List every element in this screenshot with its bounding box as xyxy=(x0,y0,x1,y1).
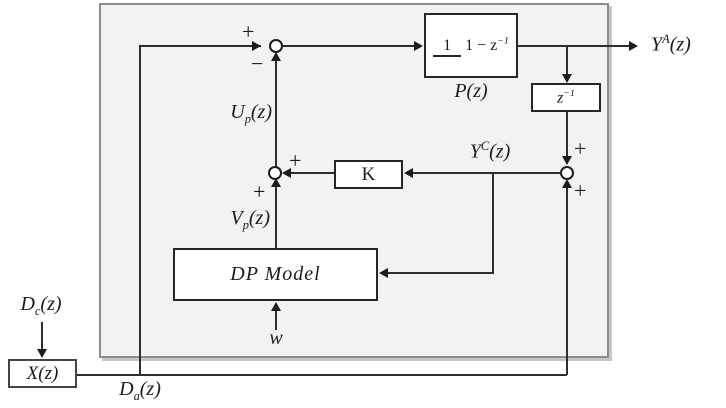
arrowhead-up-into-top-sum xyxy=(271,52,281,61)
sign-mid-sum-plus-right: + xyxy=(289,148,302,173)
wire-da-to-rightsum xyxy=(566,188,568,375)
label-yc-paren: (z) xyxy=(489,140,511,163)
arrowhead-into-top-sum xyxy=(252,41,261,51)
sign-right-sum-plus-top: + xyxy=(574,136,587,161)
x-filter-label: X(z) xyxy=(27,363,59,385)
plant-denominator: 1 − z−1 xyxy=(465,36,509,54)
wire-topsum-to-plant xyxy=(283,45,415,47)
wire-yc-to-dpmodel xyxy=(388,272,494,274)
arrowhead-into-gain xyxy=(404,168,413,178)
sign-top-sum-minus: − xyxy=(251,51,264,76)
label-vp: Vp(z) xyxy=(208,207,270,233)
label-vp-base: V xyxy=(230,207,243,229)
wire-output-to-delay xyxy=(566,47,568,75)
label-yc-base: Y xyxy=(469,140,481,163)
wire-yc-branch-vertical xyxy=(492,172,494,273)
wire-gain-to-midsum xyxy=(291,172,334,174)
plant-block: 1 1 − z−1 xyxy=(424,13,518,78)
label-plant-base: P xyxy=(454,80,467,102)
x-filter-base: X xyxy=(26,362,39,384)
label-plant: P(z) xyxy=(438,80,504,102)
label-ya-paren: (z) xyxy=(669,33,691,56)
arrowhead-into-delay xyxy=(562,74,572,83)
arrowhead-into-dpmodel-right xyxy=(379,268,388,278)
label-dc-paren: (z) xyxy=(40,293,62,315)
plant-numerator: 1 xyxy=(433,36,462,57)
arrowhead-into-plant xyxy=(414,41,423,51)
wire-feedback-left-vertical xyxy=(139,45,141,376)
gain-label: K xyxy=(361,163,376,185)
wire-into-top-sum xyxy=(139,45,261,47)
sign-top-sum-plus: + xyxy=(242,19,255,44)
arrowhead-into-dpmodel-bottom xyxy=(271,302,281,311)
label-ya-sup: A xyxy=(662,32,670,46)
wire-w-input xyxy=(275,311,277,330)
plant-transfer-function: 1 1 − z−1 xyxy=(433,36,509,57)
arrowhead-into-xfilter xyxy=(37,349,47,358)
sum-junction-right xyxy=(560,166,574,180)
label-da-base: D xyxy=(119,378,134,400)
dp-model-block: DP Model xyxy=(173,248,378,301)
x-filter-paren: (z) xyxy=(38,362,59,384)
label-w: w xyxy=(269,327,283,349)
label-up-base: U xyxy=(230,101,245,123)
wire-da-horizontal xyxy=(77,374,567,376)
label-up: Up(z) xyxy=(206,101,272,127)
wire-up-vertical xyxy=(275,61,277,167)
arrowhead-up-into-mid-sum xyxy=(271,178,281,187)
wire-dc-to-xfilter xyxy=(41,322,43,349)
dp-model-label: DP Model xyxy=(230,263,321,285)
label-da-paren: (z) xyxy=(139,378,161,400)
label-dc: Dc(z) xyxy=(10,293,72,319)
arrowhead-up-into-right-sum xyxy=(562,179,572,188)
label-up-paren: (z) xyxy=(250,101,272,123)
arrowhead-output-ya xyxy=(629,41,638,51)
label-ya: YA(z) xyxy=(651,32,691,56)
delay-base: z xyxy=(557,89,564,107)
wire-delay-to-rightsum xyxy=(566,112,568,157)
plant-denominator-exponent: −1 xyxy=(497,35,509,47)
arrowhead-into-mid-sum xyxy=(282,168,291,178)
plant-denominator-base: 1 − z xyxy=(465,36,498,54)
sign-mid-sum-plus-bottom: + xyxy=(253,179,266,204)
gain-block: K xyxy=(334,160,403,189)
label-plant-paren: (z) xyxy=(466,80,488,102)
x-filter-block: X(z) xyxy=(8,359,77,388)
label-vp-paren: (z) xyxy=(248,207,270,229)
arrowhead-down-into-right-sum xyxy=(562,156,572,165)
label-up-sub: p xyxy=(244,112,251,126)
delay-label: z−1 xyxy=(557,88,575,107)
label-dc-base: D xyxy=(20,293,35,315)
label-yc-sup: C xyxy=(480,139,490,153)
wire-plant-to-output xyxy=(518,45,630,47)
label-yc: YC(z) xyxy=(456,139,524,163)
wire-vp-vertical xyxy=(275,187,277,248)
label-ya-base: Y xyxy=(651,33,663,56)
label-da-sub: a xyxy=(133,389,140,403)
sign-right-sum-plus-bottom: + xyxy=(574,178,587,203)
sum-junction-middle xyxy=(268,166,282,180)
delay-exponent: −1 xyxy=(563,87,575,99)
wire-rightsum-to-gain xyxy=(412,172,560,174)
label-vp-sub: p xyxy=(242,218,249,232)
delay-block: z−1 xyxy=(531,83,601,112)
label-da: Da(z) xyxy=(108,378,172,404)
label-dc-sub: c xyxy=(34,304,41,318)
sum-junction-top xyxy=(269,39,283,53)
